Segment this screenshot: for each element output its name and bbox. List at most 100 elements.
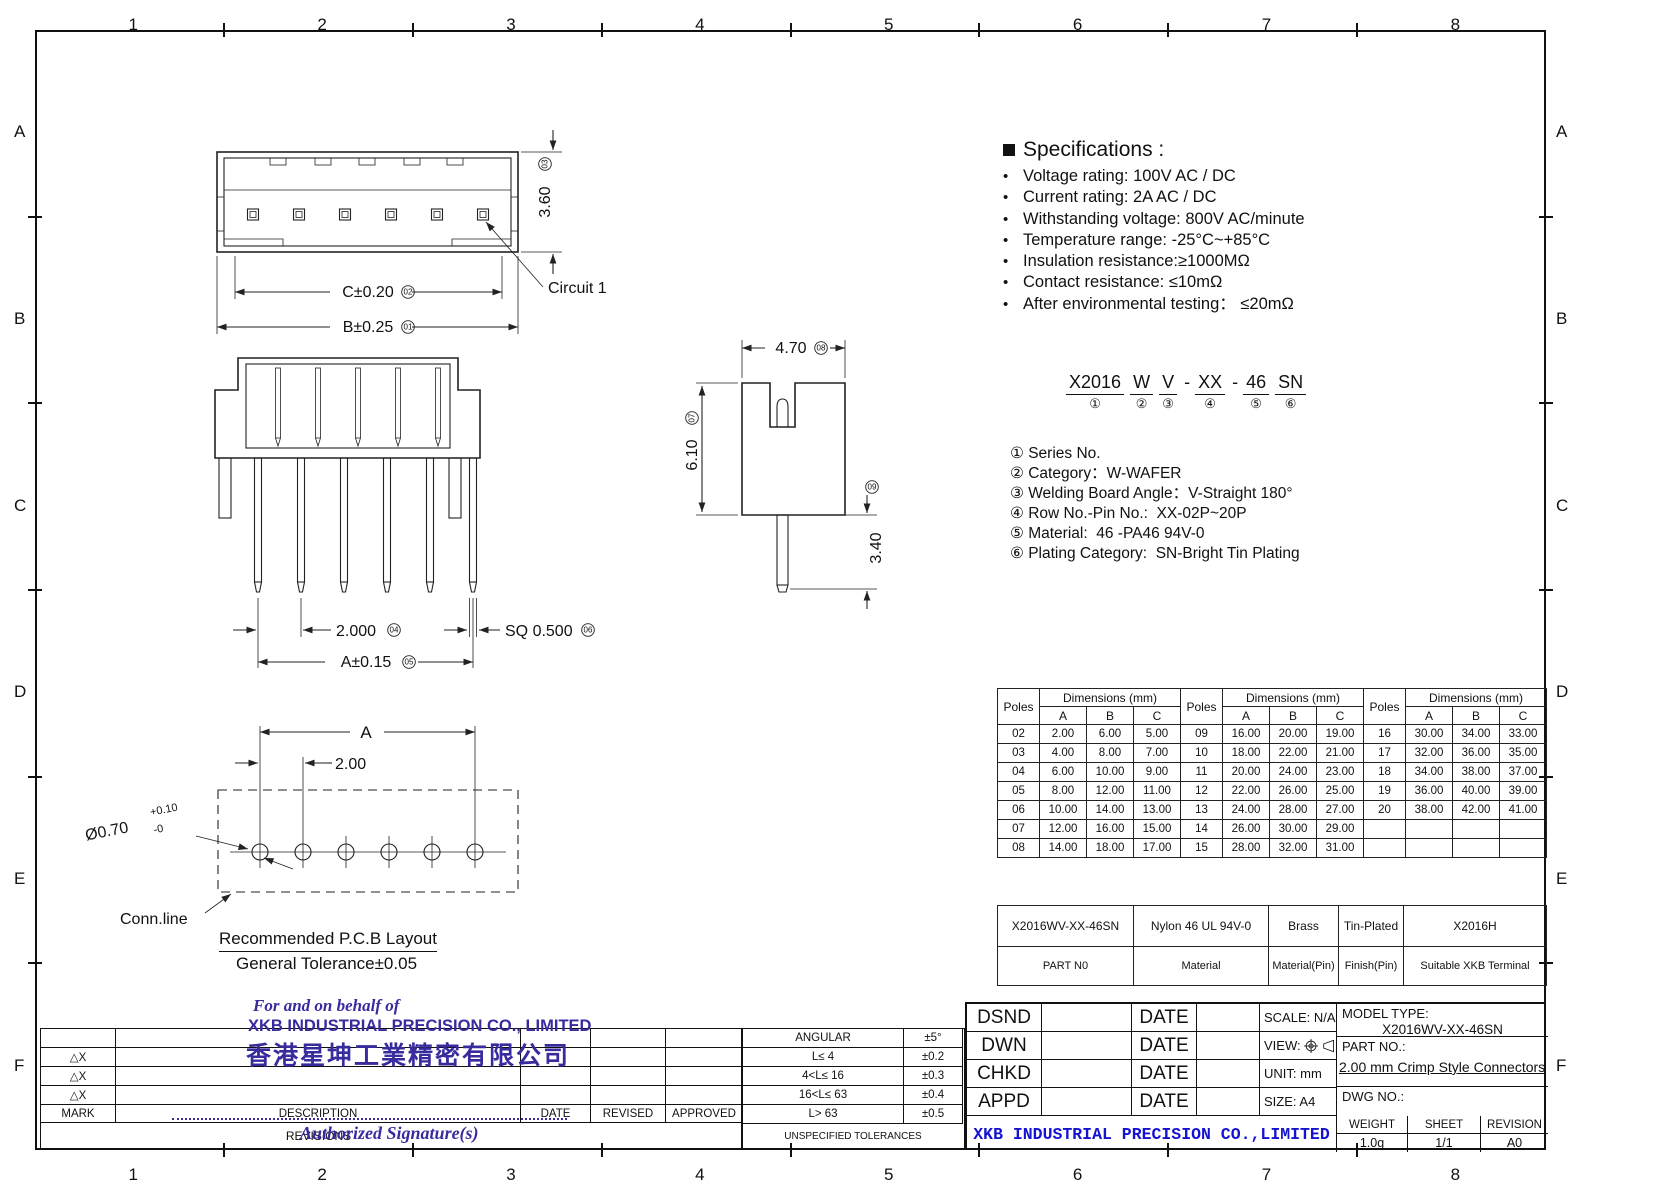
tolerance-range: 4<L≤ 16 — [743, 1067, 904, 1086]
svg-text:06: 06 — [584, 626, 593, 635]
revision-value: A0 — [1506, 1136, 1523, 1150]
dim-label-a: A±0.15 — [341, 654, 392, 671]
revisions-header: APPROVED — [666, 1105, 743, 1123]
revision-cell — [116, 1086, 521, 1105]
titleblock-role-label: DSND — [967, 1004, 1042, 1032]
dim-label-height: 3.60 03 — [537, 157, 554, 218]
svg-text:05: 05 — [405, 658, 414, 667]
revision-cell — [591, 1086, 666, 1105]
inner-pins — [275, 367, 441, 448]
revision-cell — [116, 1048, 521, 1067]
solder-pins — [253, 457, 478, 593]
top-view-drawing: C±0.20 02 B±0.25 01 3.60 03 — [216, 130, 607, 336]
svg-text:-0: -0 — [153, 823, 165, 837]
border-tick — [978, 23, 981, 37]
spec-item: •Contact resistance: ≤10mΩ — [1003, 272, 1305, 293]
legend-line: ⑤ Material: 46 -PA46 94V-0 — [1010, 525, 1205, 542]
sheet-label: SHEET — [1408, 1116, 1480, 1134]
dim-mark-pin-length: 09 — [865, 480, 879, 494]
titleblock-date-label: DATE — [1132, 1032, 1197, 1060]
mounting-holes — [251, 836, 484, 868]
revisions-header: DESCRIPTION — [116, 1105, 521, 1123]
border-tick — [28, 775, 42, 778]
titleblock-date-cell — [1197, 1060, 1260, 1088]
titleblock-name-cell — [1042, 1032, 1132, 1060]
dim-label-pcb-a: A — [360, 723, 372, 742]
spec-item: •Current rating: 2A AC / DC — [1003, 187, 1305, 208]
titleblock-meta: UNIT: mm — [1260, 1060, 1337, 1088]
border-tick — [222, 23, 225, 37]
svg-text:3.40: 3.40 — [868, 532, 885, 563]
svg-text:6.10: 6.10 — [684, 439, 701, 470]
svg-text:01: 01 — [404, 323, 413, 332]
border-tick — [978, 1143, 981, 1157]
revision-cell — [591, 1029, 666, 1048]
dim-label-pitch: 2.000 — [336, 623, 376, 640]
specifications-title: Specifications : — [1003, 138, 1305, 162]
svg-text:09: 09 — [868, 483, 877, 492]
bullet-icon: • — [1003, 189, 1009, 207]
legend-line: ① Series No. — [1010, 445, 1101, 462]
dim-mark-c: 02 — [401, 285, 415, 299]
sheet-value: 1/1 — [1435, 1136, 1453, 1150]
titleblock-date-cell — [1197, 1032, 1260, 1060]
revisions-header: MARK — [41, 1105, 116, 1123]
tolerance-value: ±5° — [904, 1029, 963, 1048]
circuit-1-label: Circuit 1 — [548, 280, 607, 297]
titleblock-name-cell — [1042, 1060, 1132, 1088]
stamp-company-cn: 香港星坤工業精密有限公司 — [246, 1042, 571, 1070]
titleblock-role-label: APPD — [967, 1088, 1042, 1116]
weight-label: WEIGHT — [1337, 1116, 1407, 1134]
revision-cell — [116, 1029, 521, 1048]
revision-cell — [591, 1048, 666, 1067]
border-tick — [600, 23, 603, 37]
weight-sheet-revision: WEIGHT 1.0g SHEET 1/1 REVISION A0 — [1337, 1116, 1548, 1152]
bullet-icon: • — [1003, 168, 1009, 185]
dim-label-c: C±0.20 — [342, 284, 394, 301]
model-type-value: X2016WV-XX-46SN — [1382, 1022, 1503, 1037]
spec-item: •Voltage rating: 100V AC / DC — [1003, 166, 1305, 187]
tolerances-footer: UNSPECIFIED TOLERANCES — [784, 1131, 922, 1142]
signature-dotted-line — [172, 1118, 567, 1120]
titleblock-role-label: CHKD — [967, 1060, 1042, 1088]
svg-text:08: 08 — [817, 344, 826, 353]
legend-line: ② Category：W-WAFER — [1010, 465, 1182, 482]
revision-cell — [521, 1048, 591, 1067]
dim-label-width: 4.70 — [775, 340, 806, 357]
side-view-drawing: 4.70 08 6.10 07 09 3.40 — [684, 340, 885, 609]
revision-cell — [591, 1067, 666, 1086]
revision-cell — [666, 1048, 743, 1067]
revision-cell — [666, 1086, 743, 1105]
border-tick — [28, 589, 42, 591]
title-block-right: MODEL TYPE: X2016WV-XX-46SN PART NO.: 2.… — [1337, 1004, 1548, 1116]
legend-line: ⑥ Plating Category: SN-Bright Tin Platin… — [1010, 545, 1300, 562]
bullet-icon: • — [1003, 295, 1009, 313]
revision-mark: △X — [41, 1086, 116, 1105]
product-name: 2.00 mm Crimp Style Connectors — [1339, 1059, 1546, 1075]
weight-value: 1.0g — [1359, 1136, 1385, 1150]
svg-text:04: 04 — [390, 626, 399, 635]
revisions-header: REVISED — [591, 1105, 666, 1123]
part-number-separator: - — [1232, 372, 1239, 392]
first-angle-projection-icon — [1303, 1038, 1334, 1053]
dim-mark-a: 05 — [402, 655, 416, 669]
svg-text:Ø0.70: Ø0.70 — [84, 819, 130, 844]
conn-line-label: Conn.line — [120, 911, 188, 928]
titleblock-date-label: DATE — [1132, 1060, 1197, 1088]
border-tick — [1539, 215, 1553, 218]
border-tick — [1539, 402, 1553, 405]
dim-mark-b: 01 — [401, 320, 415, 334]
titleblock-date-cell — [1197, 1004, 1260, 1032]
titleblock-date-cell — [1197, 1088, 1260, 1116]
border-tick — [28, 215, 42, 218]
